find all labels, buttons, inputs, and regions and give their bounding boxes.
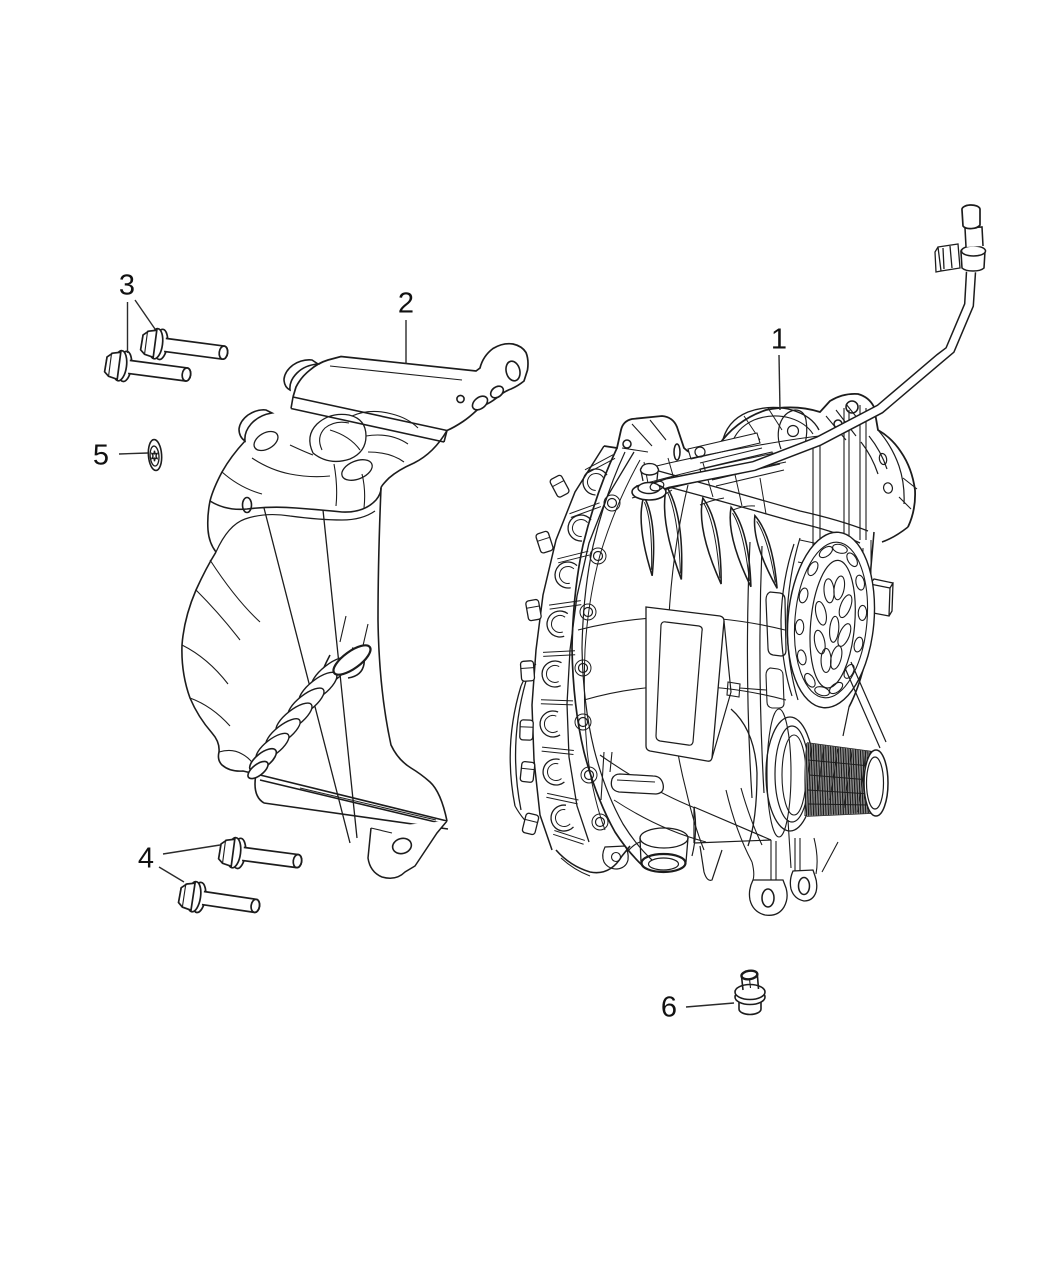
svg-text:6: 6 xyxy=(661,991,677,1023)
svg-text:5: 5 xyxy=(93,439,109,471)
svg-text:4: 4 xyxy=(138,842,154,874)
svg-text:3: 3 xyxy=(119,269,135,301)
svg-text:1: 1 xyxy=(771,323,787,355)
svg-text:2: 2 xyxy=(398,287,414,319)
